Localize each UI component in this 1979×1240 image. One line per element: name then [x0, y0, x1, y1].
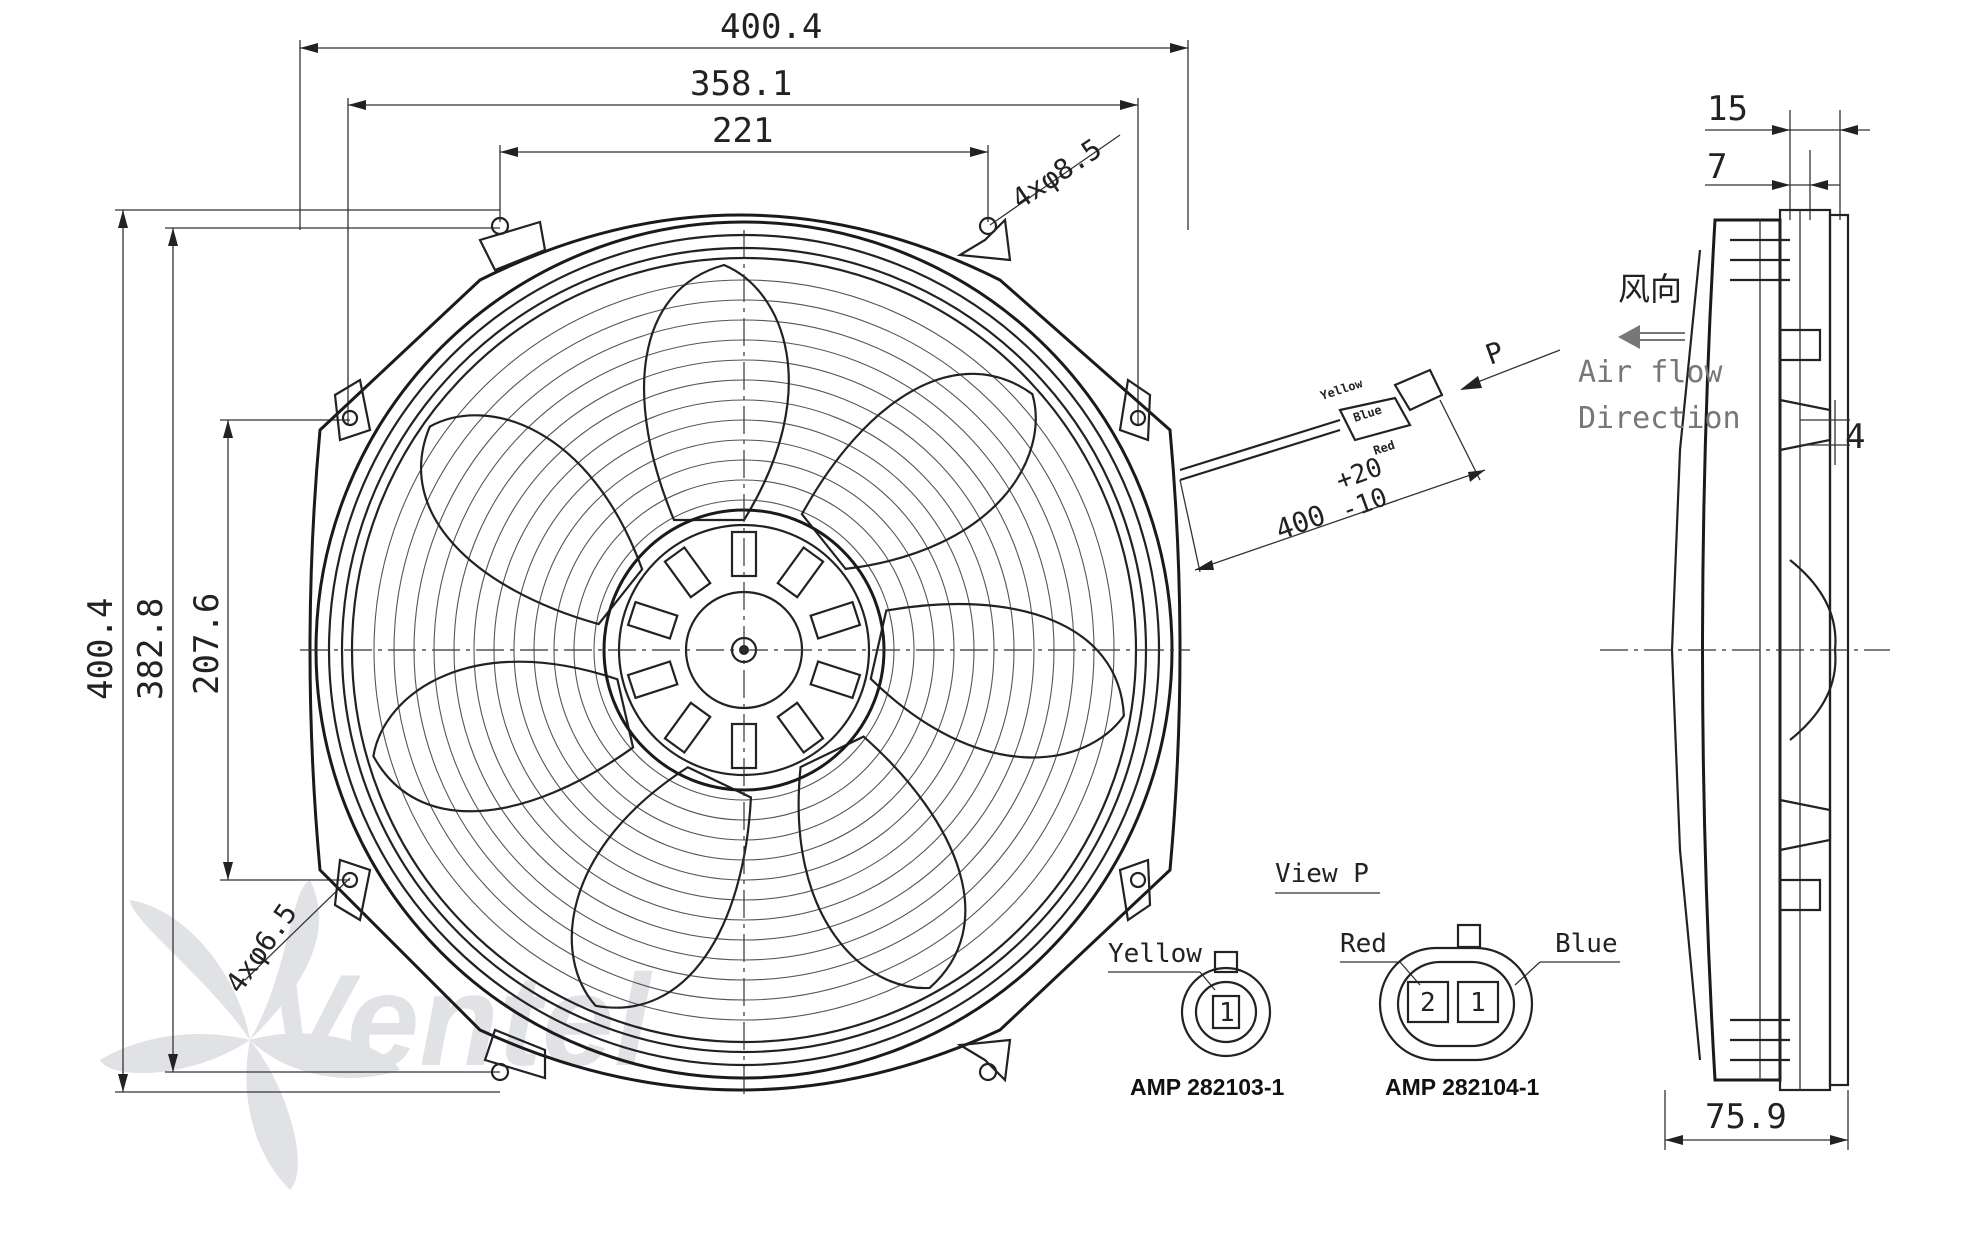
- fan-front-view: [300, 213, 1190, 1100]
- cable-assembly: Yellow Blue Red 400 +20 -10 P: [1179, 335, 1561, 573]
- connector2-pin-left: 2: [1420, 988, 1436, 1018]
- airflow-arrow-icon: [1618, 325, 1640, 349]
- cable-wire-red: Red: [1372, 438, 1397, 458]
- connector2-part-number: AMP 282104-1: [1385, 1074, 1539, 1100]
- dim-height-overall: 400.4: [81, 598, 121, 700]
- view-p-marker: P: [1481, 335, 1508, 372]
- dimension-lines-top: 400.4 358.1 221 4xφ8.5: [299, 7, 1189, 425]
- dim-side-depth: 75.9: [1705, 1097, 1787, 1137]
- airflow-label-line1: Air flow: [1578, 355, 1723, 390]
- watermark-fan-icon: [100, 880, 400, 1190]
- dim-side-15: 15: [1707, 89, 1748, 129]
- connector1-pin: 1: [1219, 998, 1235, 1028]
- fan-blades: [372, 263, 1125, 1009]
- cable-wire-yellow: Yellow: [1319, 376, 1365, 403]
- view-p-title: View P: [1275, 859, 1369, 889]
- connector2-wire-left: Red: [1340, 929, 1387, 959]
- view-p-section: View P Yellow 1 AMP 282103-1 Red Blue 2 …: [1108, 859, 1620, 1100]
- fan-side-view: 15 7 4 75.9 风向: [1578, 89, 1890, 1150]
- connector1-wire-label: Yellow: [1108, 939, 1202, 969]
- dim-width-mounting: 358.1: [690, 64, 792, 104]
- dim-width-overall: 400.4: [720, 7, 822, 47]
- connector1-part-number: AMP 282103-1: [1130, 1074, 1284, 1100]
- dim-height-holes: 207.6: [187, 593, 227, 695]
- dim-side-4: 4: [1845, 417, 1865, 457]
- dim-cable-length: 400: [1271, 498, 1330, 546]
- dim-height-mounting: 382.8: [131, 598, 171, 700]
- airflow-label-line2: Direction: [1578, 401, 1741, 436]
- dim-width-inner: 221: [712, 111, 773, 151]
- dim-holes-top: 4xφ8.5: [1005, 132, 1107, 216]
- connector2-pin-right: 1: [1470, 988, 1486, 1018]
- airflow-label-cn: 风向: [1618, 270, 1682, 308]
- dim-side-7: 7: [1707, 147, 1727, 187]
- connector2-wire-right: Blue: [1555, 929, 1618, 959]
